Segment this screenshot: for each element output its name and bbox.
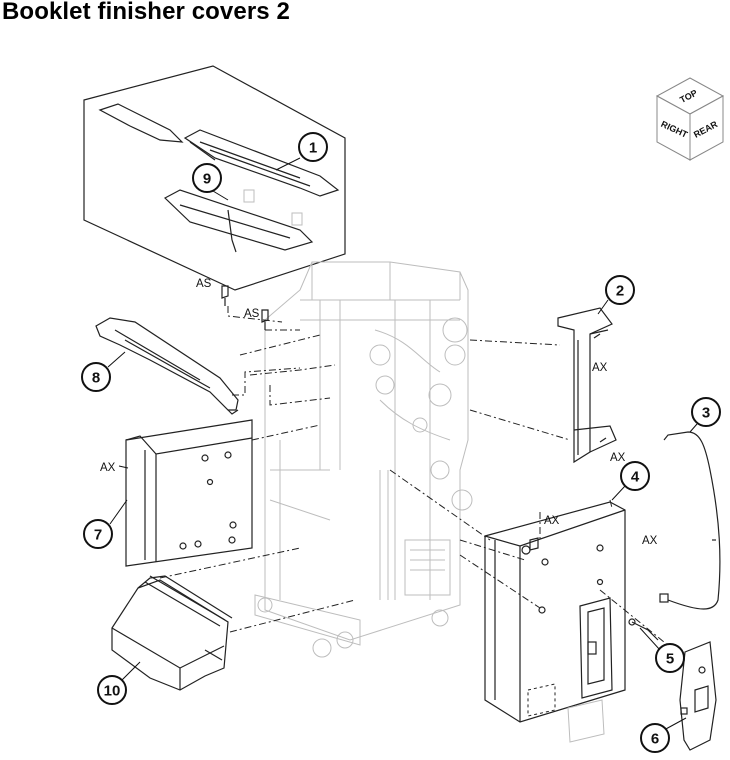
finisher-frame <box>254 261 473 658</box>
label-as-2: AS <box>244 308 260 320</box>
label-as-1: AS <box>196 278 212 290</box>
svg-text:3: 3 <box>702 405 710 422</box>
label-ax-part-4-right: AX <box>642 535 658 547</box>
callout-7: 7 <box>83 519 113 549</box>
label-ax-part-7: AX <box>100 462 116 474</box>
svg-text:1: 1 <box>309 140 317 157</box>
part-7-panel <box>125 419 253 567</box>
part-4-panel <box>484 501 626 743</box>
part-8-cover <box>95 317 239 415</box>
part-10-cover <box>111 575 233 691</box>
svg-text:4: 4 <box>631 469 640 486</box>
label-ax-part-2-bottom: AX <box>610 452 626 464</box>
callout-2: 2 <box>605 275 635 305</box>
callout-4: 4 <box>620 461 650 491</box>
fastener-labels: AS AS AX AX AX AX AX <box>100 278 658 547</box>
svg-text:2: 2 <box>616 283 624 300</box>
svg-text:6: 6 <box>651 731 659 748</box>
orientation-cube: TOP RIGHT REAR <box>655 77 725 161</box>
svg-text:9: 9 <box>203 171 211 188</box>
svg-text:5: 5 <box>666 651 674 668</box>
part-3-cable <box>659 431 721 610</box>
svg-text:8: 8 <box>92 370 100 387</box>
callout-6: 6 <box>640 723 670 753</box>
label-ax-part-2-top: AX <box>592 362 608 374</box>
callout-3: 3 <box>691 397 721 427</box>
callout-1: 1 <box>298 132 328 162</box>
callout-10: 10 <box>97 675 127 705</box>
callout-8: 8 <box>81 362 111 392</box>
label-ax-part-4-left: AX <box>544 515 560 527</box>
callout-9: 9 <box>192 163 222 193</box>
page-title: Booklet finisher covers 2 <box>2 0 290 25</box>
detail-inset <box>83 65 346 291</box>
assembly-lines <box>159 306 681 656</box>
part-2-bracket <box>557 307 617 464</box>
part-5-6 <box>628 618 717 751</box>
svg-text:7: 7 <box>94 527 102 544</box>
svg-text:10: 10 <box>104 683 121 700</box>
callout-5: 5 <box>655 643 685 673</box>
